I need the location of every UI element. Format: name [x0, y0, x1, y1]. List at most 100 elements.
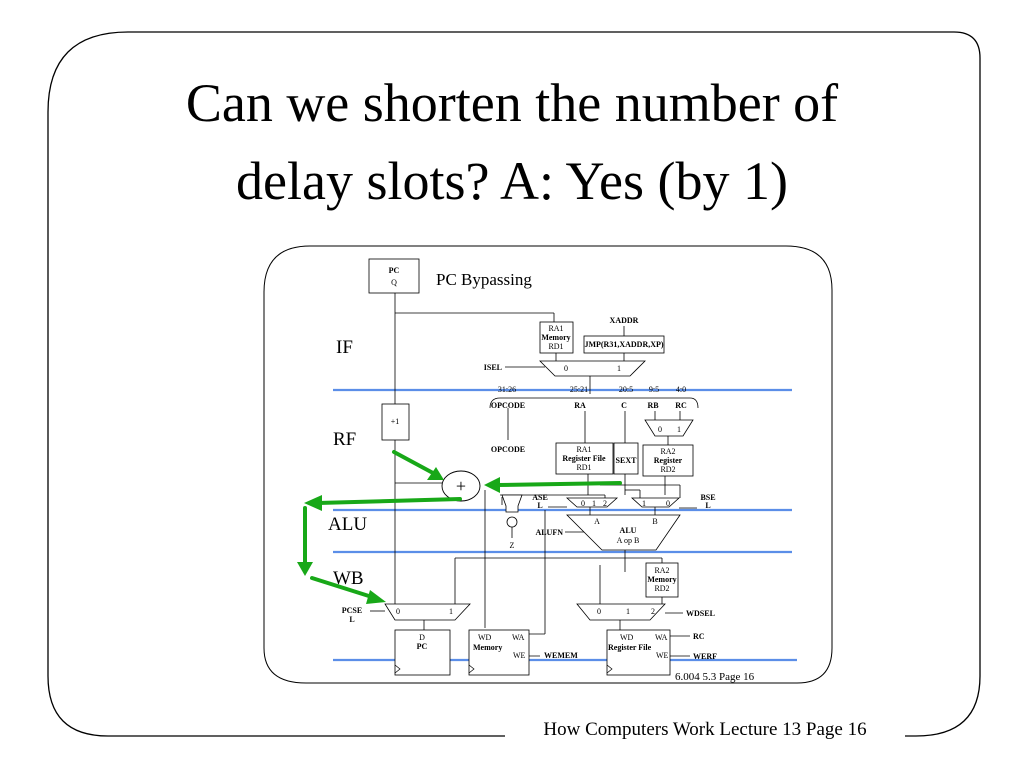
- pc-top-line2: Q: [391, 278, 397, 287]
- rf-write-we: WE: [656, 651, 669, 660]
- pc-reg-line1: D: [419, 633, 425, 642]
- stage-rf: RF: [333, 429, 356, 450]
- dmem-wd: WD: [478, 633, 492, 642]
- isel-in1: 1: [617, 364, 621, 373]
- diagram-frame: [263, 245, 833, 684]
- werf-label: WERF: [693, 652, 717, 661]
- stage-alu: ALU: [328, 514, 367, 535]
- rc-label: RC: [693, 632, 705, 641]
- field-opcode: OPCODE: [491, 401, 525, 410]
- data-memory-read-box: [645, 562, 679, 598]
- wemem-label: WEMEM: [544, 651, 578, 660]
- rb-mux-in1: 1: [677, 425, 681, 434]
- arrow-head-3: [304, 495, 322, 511]
- register-file-read1-box: [555, 442, 614, 475]
- alu-op: A op B: [617, 536, 640, 545]
- incrementer-label: +1: [391, 417, 400, 426]
- opcode-label: OPCODE: [491, 445, 525, 454]
- zero-label: Z: [510, 541, 515, 550]
- rf-read1-line3: RD1: [576, 463, 591, 472]
- dmem-name: Memory: [473, 643, 502, 652]
- pc-top-box: [368, 258, 420, 294]
- rf-read2-line2: Register: [654, 456, 683, 465]
- rf-read1-line1: RA1: [576, 445, 591, 454]
- dmem-read-line3: RD2: [654, 584, 669, 593]
- rf-write-wd: WD: [620, 633, 634, 642]
- isel-mux: [539, 360, 646, 377]
- bypass-adder: [441, 470, 481, 502]
- arrow-head-4: [297, 562, 313, 576]
- rb-mux-in0: 0: [658, 425, 662, 434]
- diagram-title: PC Bypassing: [436, 270, 532, 289]
- alu-in-a: A: [594, 517, 600, 526]
- wdsel-in2: 2: [651, 607, 655, 616]
- alu-label: ALU: [620, 526, 637, 535]
- xaddr-label: XADDR: [610, 316, 639, 325]
- register-file-read2-box: [642, 444, 694, 477]
- imem-line2: Memory: [541, 333, 570, 342]
- asel-in0: 0: [581, 499, 585, 508]
- slide-title-line-1: Can we shorten the number of: [185, 73, 839, 133]
- rf-read2-line1: RA2: [660, 447, 675, 456]
- field-rc: RC: [675, 401, 687, 410]
- rb-mux: [644, 419, 694, 437]
- isel-in0: 0: [564, 364, 568, 373]
- arrow-head-2: [484, 477, 500, 493]
- arrow-head-5: [366, 590, 386, 604]
- rf-write-name: Register File: [608, 643, 652, 652]
- field-ra: RA: [574, 401, 586, 410]
- asel-mux: [565, 497, 619, 508]
- arrow-head-1: [427, 467, 444, 480]
- wdsel-in0: 0: [597, 607, 601, 616]
- alu-unit: [566, 514, 681, 551]
- pc-register-box: [394, 629, 451, 676]
- pipeline-diagram: PC Bypassing 6.004 5.3 Page 16 IF RF ALU…: [263, 245, 833, 684]
- pc-reg-line2: PC: [417, 642, 428, 651]
- dmem-we: WE: [513, 651, 526, 660]
- bit-field-1: 25:21: [570, 385, 588, 394]
- instruction-memory-box: [539, 321, 574, 354]
- bsel-in1: 1: [642, 499, 646, 508]
- sext-box: [613, 442, 639, 475]
- bsel-in0: 0: [666, 499, 670, 508]
- dmem-read-line1: RA2: [654, 566, 669, 575]
- bsel-mux: [630, 497, 681, 508]
- jmp-label: JMP(R31,XADDR,XP): [584, 340, 663, 349]
- sext-label: SEXT: [616, 456, 638, 465]
- alu-in-b: B: [652, 517, 657, 526]
- jmp-box: [583, 335, 665, 354]
- data-memory-write-box: [468, 629, 530, 676]
- wdsel-mux: [576, 603, 666, 621]
- wdsel-label: WDSEL: [686, 609, 715, 618]
- asel-label-2: L: [537, 501, 542, 510]
- zero-detect-inverter: [506, 516, 518, 528]
- zero-detect: [501, 494, 523, 513]
- outer-frame: [47, 31, 981, 737]
- dmem-read-line2: Memory: [647, 575, 676, 584]
- slide-footer: How Computers Work Lecture 13 Page 16: [505, 720, 905, 739]
- pcsel-in0: 0: [396, 607, 400, 616]
- stage-if: IF: [336, 337, 353, 358]
- pc-top-line1: PC: [389, 266, 400, 275]
- bit-field-3: 9:5: [649, 385, 659, 394]
- field-rb: RB: [647, 401, 659, 410]
- slide-title-line-2: delay slots? A: Yes (by 1): [236, 151, 788, 211]
- bsel-label-2: L: [705, 501, 710, 510]
- asel-label-1: ASE: [532, 493, 548, 502]
- bit-field-4: 4:0: [676, 385, 686, 394]
- field-c: C: [621, 401, 627, 410]
- wdsel-in1: 1: [626, 607, 630, 616]
- pcsel-in1: 1: [449, 607, 453, 616]
- bsel-label-1: BSE: [700, 493, 715, 502]
- dmem-wa: WA: [512, 633, 525, 642]
- bypass-arrows: [303, 450, 622, 599]
- diagram-page-label: 6.004 5.3 Page 16: [675, 671, 755, 683]
- pcsel-mux: [384, 603, 471, 621]
- imem-line3: RD1: [548, 342, 563, 351]
- rf-read1-line2: Register File: [562, 454, 606, 463]
- incrementer-box: [381, 403, 410, 441]
- bit-field-0: 31:26: [498, 385, 516, 394]
- rf-read2-line3: RD2: [660, 465, 675, 474]
